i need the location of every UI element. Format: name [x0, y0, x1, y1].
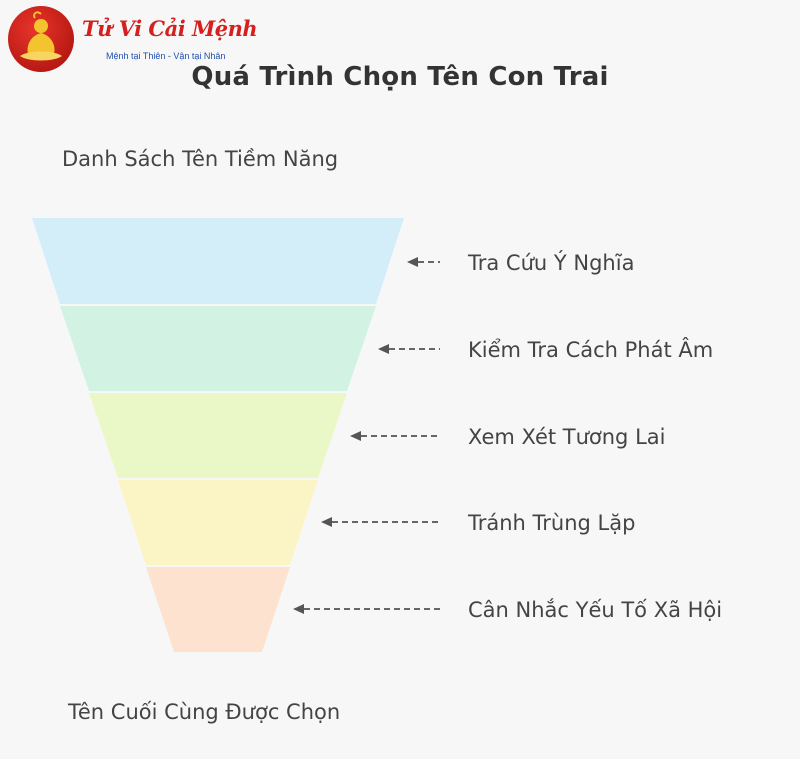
- arrow-2: [378, 344, 440, 354]
- funnel-stage-3: [89, 393, 347, 478]
- arrow-5: [293, 604, 440, 614]
- funnel-stage-5: [146, 567, 290, 652]
- arrow-3: [350, 431, 440, 441]
- bottom-label: Tên Cuối Cùng Được Chọn: [68, 700, 341, 724]
- funnel-stage-4: [118, 480, 318, 565]
- funnel-stage-1: [32, 218, 404, 304]
- funnel-stage-2: [60, 306, 376, 391]
- step-label-2: Kiểm Tra Cách Phát Âm: [468, 338, 714, 362]
- buddha-logo-icon: [8, 6, 74, 72]
- step-label-3: Xem Xét Tương Lai: [468, 425, 666, 449]
- logo: Tử Vi Cải Mệnh Mệnh tại Thiên - Vận tại …: [8, 6, 258, 72]
- arrow-1: [407, 257, 440, 267]
- logo-title: Tử Vi Cải Mệnh: [82, 16, 258, 41]
- page-title: Quá Trình Chọn Tên Con Trai: [191, 62, 609, 92]
- step-label-5: Cân Nhắc Yếu Tố Xã Hội: [468, 598, 723, 622]
- arrow-4: [321, 517, 440, 527]
- logo-tagline: Mệnh tại Thiên - Vận tại Nhân: [106, 51, 226, 61]
- top-label: Danh Sách Tên Tiềm Năng: [62, 147, 339, 171]
- step-label-4: Tránh Trùng Lặp: [468, 511, 636, 535]
- step-label-1: Tra Cứu Ý Nghĩa: [468, 251, 635, 275]
